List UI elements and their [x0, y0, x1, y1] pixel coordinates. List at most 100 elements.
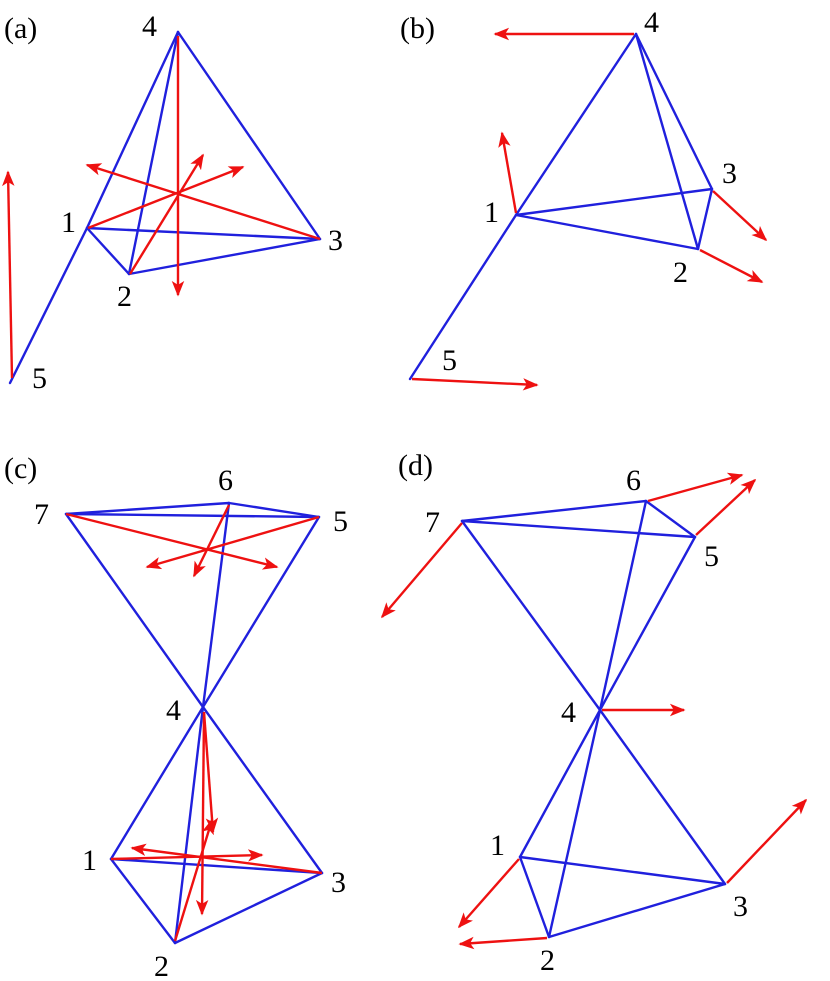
- panel-d-node-4: 4: [561, 696, 576, 729]
- panel-d-arrow-node2: [458, 936, 548, 950]
- panel-c-node-5: 5: [333, 505, 348, 538]
- panel-a-arrow-diagonal: [128, 153, 205, 275]
- panel-b-node-4: 4: [644, 6, 659, 39]
- panel-c-edge-5-4: [201, 515, 321, 709]
- panel-a-edge-1-2: [85, 226, 131, 276]
- panel-d-edge-7-5: [460, 519, 697, 539]
- panel-c-label: (c): [4, 452, 37, 485]
- panel-d-edge-6-4: [598, 499, 648, 712]
- panel-a-node-2: 2: [117, 280, 132, 313]
- panel-b-edge-3-2: [696, 187, 714, 251]
- panel-b-edge-1-2: [514, 213, 700, 251]
- panel-d-edge-7-4: [460, 519, 602, 712]
- panel-d-arrow-node3: [726, 798, 808, 884]
- panel-a: (a) 1 2 3 4 5: [2, 10, 343, 395]
- panel-c-edges: [64, 501, 324, 945]
- panel-d-edge-6-5: [644, 499, 697, 539]
- panel-a-edge-5-1: [8, 226, 89, 385]
- panel-a-edge-1-3: [85, 226, 322, 241]
- panel-c-node-3: 3: [331, 866, 346, 899]
- panel-d-node-7: 7: [425, 506, 440, 539]
- panel-d: (d) 1 2 3 4: [380, 449, 808, 977]
- panel-b-edge-4-3: [634, 32, 714, 191]
- panel-d-arrow-node7: [380, 522, 463, 619]
- panel-b-edge-1-4: [514, 32, 638, 217]
- panel-c: (c) 1 2 3: [4, 452, 348, 981]
- panel-d-node-6: 6: [626, 464, 641, 497]
- panel-b-node-labels: 1 2 3 4 5: [442, 6, 737, 377]
- panel-c-arrow-top-to-left: [145, 515, 320, 570]
- panel-d-node-2: 2: [540, 944, 555, 977]
- panel-d-edge-4-2: [547, 708, 602, 939]
- panel-a-arrow-node5: [2, 170, 15, 379]
- panel-b-edge-1-3: [514, 187, 714, 217]
- panel-c-edge-6-4: [201, 501, 231, 709]
- panel-a-node-labels: 1 2 3 4 5: [32, 10, 343, 395]
- panel-c-arrow-bottom-diagonal: [173, 818, 214, 942]
- panel-a-edge-4-2: [127, 30, 180, 276]
- panel-c-edge-2-3: [173, 871, 324, 945]
- panel-d-node-3: 3: [733, 890, 748, 923]
- panel-d-edge-7-6: [460, 499, 648, 523]
- panel-a-arrows: [2, 36, 321, 379]
- panel-c-edge-7-6: [64, 501, 231, 516]
- panel-a-node-3: 3: [328, 224, 343, 257]
- panel-c-edge-6-5: [227, 501, 321, 519]
- panel-b: (b) 1 2 3 4 5: [400, 6, 768, 391]
- panel-c-node-6: 6: [218, 464, 233, 497]
- panel-d-edge-1-3: [518, 855, 727, 886]
- panel-c-node-2: 2: [154, 950, 169, 981]
- panel-b-edges: [408, 32, 714, 381]
- panel-c-node-7: 7: [34, 498, 49, 531]
- panel-b-arrow-node3: [712, 190, 768, 242]
- panel-c-arrow-top-to-right: [65, 512, 279, 570]
- panel-d-arrow-node5: [695, 478, 757, 536]
- panel-b-arrow-node5: [411, 377, 539, 391]
- panel-c-edge-1-3: [109, 857, 324, 875]
- panel-d-edge-2-3: [547, 882, 727, 939]
- panel-d-arrows: [380, 472, 808, 950]
- panel-a-node-4: 4: [142, 10, 157, 43]
- panel-b-edge-4-2: [634, 32, 700, 251]
- panel-c-arrow-vertical-mid: [202, 711, 219, 834]
- panel-d-arrow-node1: [457, 858, 520, 929]
- panel-b-arrow-node2: [699, 248, 764, 284]
- panel-b-node-2: 2: [673, 256, 688, 289]
- panel-d-node-labels: 1 2 3 4 5 6 7: [425, 464, 748, 977]
- panel-c-edge-7-4: [64, 512, 205, 709]
- panel-a-arrow-to-upper-left: [85, 163, 321, 241]
- panel-c-edge-7-5: [64, 512, 321, 519]
- panel-d-edge-4-1: [518, 708, 602, 859]
- panel-b-node-3: 3: [722, 157, 737, 190]
- panel-b-node-5: 5: [442, 344, 457, 377]
- panel-a-edge-2-3: [127, 237, 322, 276]
- panel-c-edge-4-1: [109, 705, 205, 861]
- panel-c-node-1: 1: [82, 844, 97, 877]
- panel-c-arrow-vertical-down: [195, 711, 209, 916]
- panel-b-edge-5-1: [408, 213, 518, 381]
- panel-d-edges: [460, 499, 727, 939]
- panel-c-node-4: 4: [166, 694, 181, 727]
- panel-d-edge-5-4: [598, 535, 697, 712]
- panel-d-arrow-node6: [647, 472, 744, 503]
- panel-d-edge-1-2: [518, 855, 551, 939]
- panel-b-node-1: 1: [484, 196, 499, 229]
- panel-c-arrow-top-down: [192, 504, 231, 578]
- panel-d-node-5: 5: [704, 540, 719, 573]
- panel-d-label: (d): [398, 449, 433, 482]
- panel-c-arrow-bottom-to-right: [110, 849, 264, 862]
- panel-d-node-1: 1: [490, 829, 505, 862]
- panel-c-node-labels: 1 2 3 4 5 6 7: [34, 464, 348, 981]
- panel-d-edge-4-3: [598, 708, 727, 886]
- panel-a-node-1: 1: [61, 206, 76, 239]
- panel-c-arrow-bottom-to-left: [130, 843, 323, 875]
- panel-a-label: (a): [4, 12, 37, 45]
- panel-c-edge-1-2: [109, 857, 177, 945]
- panel-b-arrow-node1: [498, 131, 518, 214]
- panel-a-arrow-to-upper-right: [87, 165, 245, 230]
- panel-c-arrows: [65, 504, 323, 942]
- panel-b-arrows: [411, 27, 768, 391]
- panel-a-node-5: 5: [32, 362, 47, 395]
- panel-a-edges: [8, 30, 322, 385]
